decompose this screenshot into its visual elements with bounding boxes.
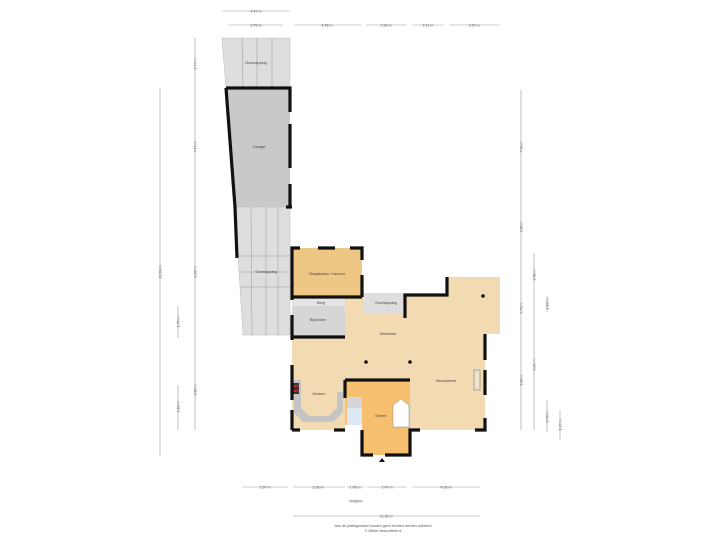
dim-right-3: 3.73 m: [520, 303, 524, 314]
room-garage: [226, 88, 290, 207]
column: [481, 294, 485, 298]
rooms: [221, 37, 500, 455]
dim-left-6: 22.99 m: [159, 266, 163, 279]
dim-bottom-2: 1.06 m: [350, 486, 361, 490]
label-berg: Berg: [317, 301, 325, 305]
dim-left-1: 7.47 m: [194, 142, 198, 153]
dim-right-8: 1.27 m: [559, 420, 563, 431]
dim-bottom-5: 0.99 m: [351, 500, 362, 504]
dim-top-0: 4.47 m: [251, 10, 262, 14]
label-entree: Entree: [375, 414, 386, 418]
dim-right-4: 5.60 m: [520, 375, 524, 386]
column: [408, 360, 412, 364]
dim-top-4: 2.11 m: [423, 24, 434, 28]
dim-left-0: 2.77 m: [194, 59, 198, 70]
room-labels: Overkapping Garage Overkapping Slaapkame…: [245, 61, 457, 418]
dim-right-5: 6.24 m: [533, 360, 537, 371]
room-overkapping-side: [234, 206, 291, 336]
dim-bottom-0: 2.97 m: [260, 486, 271, 490]
dim-left-5: 2.15 m: [177, 402, 181, 413]
label-slaapkamer: Slaapkamer / kantoor: [309, 272, 346, 276]
stove-icon: [293, 383, 299, 394]
dim-right-7: 0.73 m: [546, 412, 550, 423]
staircase-icon: [392, 398, 410, 428]
label-bijkeuken: Bijkeuken: [310, 318, 326, 322]
dim-right-2: 2.68 m: [533, 270, 537, 281]
label-garage: Garage: [253, 145, 266, 149]
column: [364, 360, 368, 364]
dim-left-2: 8.25 m: [194, 267, 198, 278]
washroom: [347, 397, 362, 408]
dim-right-1: 2.50 m: [520, 222, 524, 233]
dimensions-top: 4.47 m 3.75 m 4.45 m 2.69 m 2.11 m 3.37 …: [222, 10, 500, 28]
footer-disclaimer: Aan de plattegronden kunnen geen rechten…: [335, 524, 432, 528]
dim-top-5: 3.37 m: [469, 24, 480, 28]
entrance-marker: [379, 458, 385, 462]
dim-right-0: 7.36 m: [520, 142, 524, 153]
label-overkapping-top: Overkapping: [245, 61, 267, 65]
footer-credit: © Zibber www.zibber.nl: [365, 529, 402, 533]
dim-top-2: 4.45 m: [322, 24, 333, 28]
walls: [224, 86, 487, 457]
label-keuken: Keuken: [313, 392, 326, 396]
label-overkapping-side: Overkapping: [255, 270, 277, 274]
room-slaapkamer: [292, 248, 362, 297]
dim-right-6: 1.02 m: [546, 299, 550, 310]
dim-top-1: 3.75 m: [251, 24, 262, 28]
dim-bottom-3: 2.47 m: [382, 486, 393, 490]
room-living: [345, 277, 500, 430]
dim-top-3: 2.69 m: [381, 24, 392, 28]
dimensions-right: 7.36 m 2.50 m 3.73 m 5.60 m 2.68 m 6.24 …: [520, 90, 563, 440]
dim-left-4: 3.60 m: [194, 385, 198, 396]
dimensions-bottom: 2.97 m 3.36 m 1.06 m 2.47 m 4.36 m 0.99 …: [243, 486, 480, 519]
label-eetkamer: Eetkamer: [380, 332, 397, 336]
dim-left-3: 1.75 m: [177, 317, 181, 328]
dim-bottom-1: 3.36 m: [313, 486, 324, 490]
fireplace-icon: [473, 369, 481, 391]
room-berg: [292, 297, 345, 306]
room-overkapping-small: [364, 294, 404, 314]
dimensions-left: 2.77 m 7.47 m 8.25 m 3.60 m 1.75 m 2.15 …: [159, 38, 198, 456]
label-overkapping-small: Overkapping: [375, 301, 397, 305]
room-bijkeuken: [292, 306, 345, 337]
label-woonkamer: Woonkamer: [436, 379, 457, 383]
room-toilet: [347, 408, 362, 425]
dim-bottom-6: 12.35 m: [380, 515, 393, 519]
dim-bottom-4: 4.36 m: [441, 486, 452, 490]
